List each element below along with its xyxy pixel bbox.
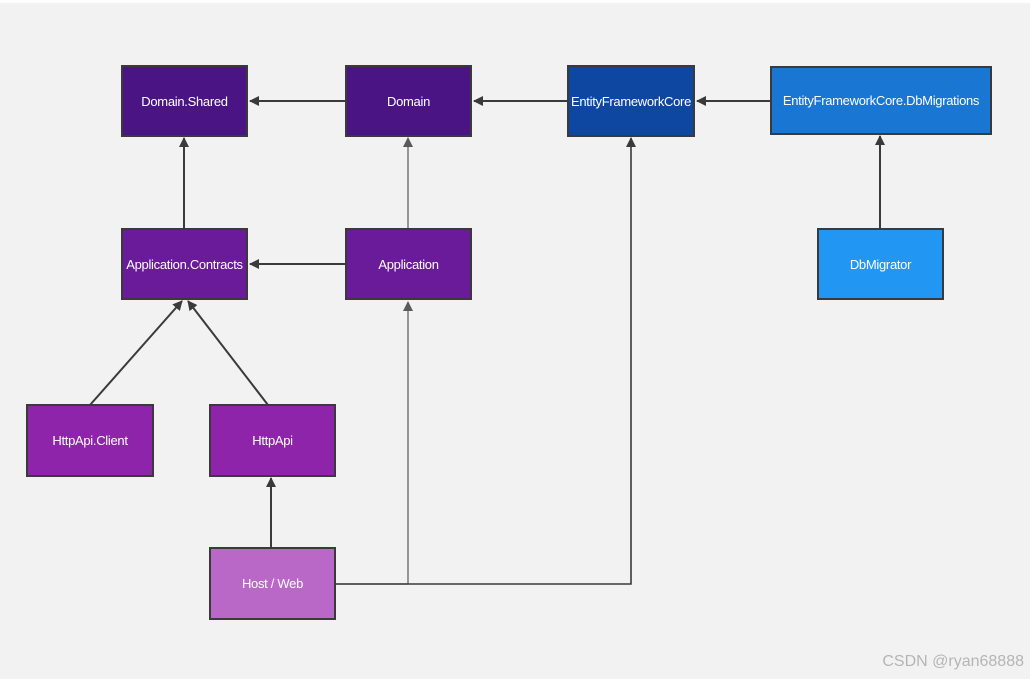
node-dbmigrator[interactable]: DbMigrator [817,228,944,300]
node-application[interactable]: Application [345,228,472,300]
node-app-contracts[interactable]: Application.Contracts [121,228,248,300]
edge-host-to-application [335,301,413,585]
watermark: CSDN @ryan68888 [882,653,1024,670]
node-domain-shared[interactable]: Domain.Shared [121,65,248,137]
node-efcore-migrations[interactable]: EntityFrameworkCore.DbMigrations [770,66,992,135]
node-efcore-label: EntityFrameworkCore [571,93,691,109]
node-efcore-migrations-label: EntityFrameworkCore.DbMigrations [782,93,980,108]
node-httpapi[interactable]: HttpApi [209,404,336,477]
edge-host-to-efcore [335,137,636,585]
node-domain[interactable]: Domain [345,65,472,137]
node-host-web-label: Host / Web [241,576,304,591]
node-application-label: Application [378,256,439,272]
node-httpapi-label: HttpApi [252,433,293,448]
node-host-web[interactable]: Host / Web [209,547,336,620]
node-httpapi-client-label: HttpApi.Client [52,433,128,448]
edge-httpapi-client-to-app-contracts [89,300,183,406]
node-domain-label: Domain [387,93,430,109]
node-dbmigrator-label: DbMigrator [849,256,912,272]
edge-httpapi-to-app-contracts [187,300,269,406]
node-domain-shared-label: Domain.Shared [141,93,228,109]
node-efcore[interactable]: EntityFrameworkCore [567,65,695,137]
node-httpapi-client[interactable]: HttpApi.Client [26,404,154,477]
node-app-contracts-label: Application.Contracts [126,256,243,272]
